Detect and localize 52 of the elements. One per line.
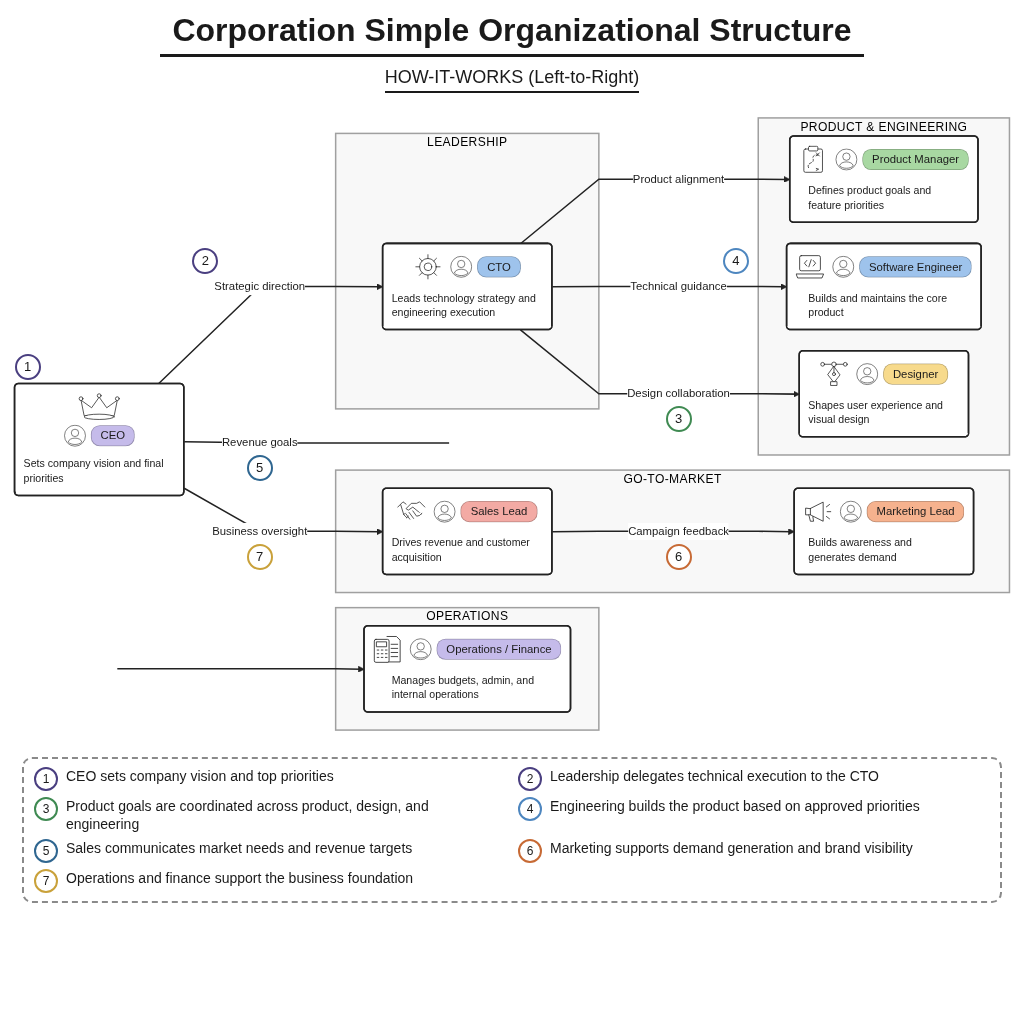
role-card bbox=[793, 487, 975, 576]
role-description: Defines product goals and feature priorities bbox=[808, 183, 933, 212]
step-number: 5 bbox=[34, 839, 58, 863]
callout-number: 5 bbox=[246, 455, 273, 482]
role-description: Builds awareness and generates demand bbox=[808, 535, 913, 565]
role-card bbox=[789, 135, 979, 223]
role-tag: Operations / Finance bbox=[436, 638, 562, 660]
role-card bbox=[798, 349, 970, 438]
group-title: LEADERSHIP bbox=[427, 135, 508, 149]
callout-number: 4 bbox=[722, 247, 749, 274]
legend-text: Product goals are coordinated across product, design, and engineering bbox=[66, 797, 430, 833]
legend-text: CEO sets company vision and top priorities bbox=[66, 767, 334, 785]
role-card bbox=[13, 382, 185, 497]
step-number: 6 bbox=[518, 839, 542, 863]
group-title: GO-TO-MARKET bbox=[623, 472, 722, 486]
role-tag: Product Manager bbox=[862, 148, 969, 171]
callout-number: 2 bbox=[192, 247, 219, 274]
role-description: Shapes user experience and visual design bbox=[808, 397, 944, 427]
role-tag: Marketing Lead bbox=[866, 501, 965, 523]
arrow bbox=[116, 665, 365, 673]
step-number: 3 bbox=[34, 797, 58, 821]
subtitle: HOW-IT-WORKS (Left-to-Right) bbox=[384, 67, 640, 93]
legend-text: Marketing supports demand generation and brand visibility bbox=[550, 839, 913, 857]
role-description: Drives revenue and customer acquisition bbox=[391, 535, 531, 565]
role-card bbox=[381, 487, 553, 576]
role-tag: CEO bbox=[90, 425, 135, 447]
callout-number: 3 bbox=[665, 406, 692, 433]
role-description: Manages budgets, admin, and internal operations bbox=[391, 673, 536, 702]
legend-text: Engineering builds the product based on approved priorities bbox=[550, 797, 920, 815]
role-tag: Sales Lead bbox=[460, 501, 538, 523]
legend-text: Operations and finance support the business foundation bbox=[66, 869, 414, 887]
step-number: 2 bbox=[518, 767, 542, 791]
legend-text: Leadership delegates technical execution to the CTO bbox=[550, 767, 879, 785]
role-description: Sets company vision and final priorities bbox=[23, 456, 165, 486]
step-number: 7 bbox=[34, 869, 58, 893]
role-card bbox=[785, 242, 982, 331]
legend-text: Sales communicates market needs and revenue targets bbox=[66, 839, 413, 857]
step-number: 1 bbox=[34, 767, 58, 791]
role-tag: Software Engineer bbox=[859, 256, 973, 278]
step-number: 4 bbox=[518, 797, 542, 821]
title: Corporation Simple Organizational Structure bbox=[160, 12, 864, 57]
role-description: Leads technology strategy and engineering execution bbox=[391, 290, 537, 320]
role-card bbox=[381, 242, 553, 331]
role-tag: Designer bbox=[883, 363, 949, 385]
role-tag: CTO bbox=[477, 256, 521, 278]
group-title: OPERATIONS bbox=[426, 609, 509, 623]
group-title: PRODUCT & ENGINEERING bbox=[800, 120, 968, 134]
callout-number: 7 bbox=[246, 543, 273, 570]
callout-number: 1 bbox=[14, 353, 41, 380]
role-card bbox=[363, 625, 572, 713]
edge-label: Business oversight bbox=[212, 522, 308, 540]
role-description: Builds and maintains the core product bbox=[808, 290, 949, 320]
